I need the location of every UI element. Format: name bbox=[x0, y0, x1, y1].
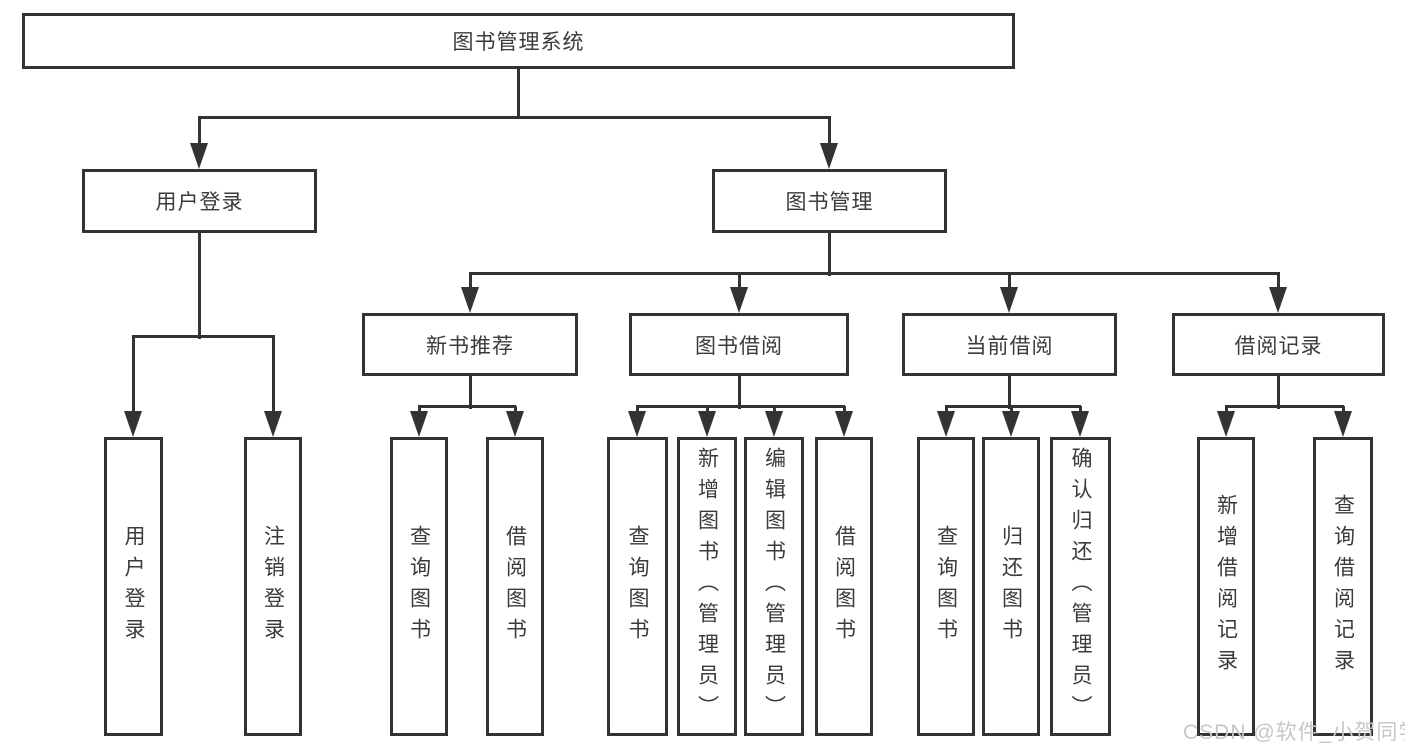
leaf-cur-return-book: 归还图书 bbox=[982, 437, 1040, 736]
node-book-borrow: 图书借阅 bbox=[629, 313, 849, 376]
arrowhead-icon bbox=[628, 411, 646, 437]
leaf-rec-query-book-label: 查询图书 bbox=[407, 524, 431, 649]
connector-line bbox=[198, 117, 201, 147]
node-root: 图书管理系统 bbox=[22, 13, 1015, 69]
connector-line bbox=[132, 336, 135, 414]
arrowhead-icon bbox=[461, 287, 479, 313]
arrowhead-icon bbox=[765, 411, 783, 437]
leaf-cur-confirm-return: 确认归还（管理员） bbox=[1050, 437, 1111, 736]
connector-line bbox=[1225, 405, 1344, 408]
arrowhead-icon bbox=[124, 411, 142, 437]
connector-line bbox=[418, 405, 516, 408]
node-borrow-record-label: 借阅记录 bbox=[1234, 334, 1323, 358]
node-borrow-record: 借阅记录 bbox=[1172, 313, 1385, 376]
connector-line bbox=[469, 272, 1280, 275]
node-book-mgmt-label: 图书管理 bbox=[785, 191, 874, 214]
leaf-rec-query-book: 查询图书 bbox=[390, 437, 448, 736]
connector-line bbox=[738, 376, 741, 409]
leaf-bor-borrow-book-label: 借阅图书 bbox=[832, 524, 856, 649]
connector-line bbox=[132, 335, 275, 338]
arrowhead-icon bbox=[937, 411, 955, 437]
leaf-login: 用户登录 bbox=[104, 437, 163, 736]
node-user-login: 用户登录 bbox=[82, 169, 317, 233]
leaf-rec-borrow-book-label: 借阅图书 bbox=[503, 524, 527, 649]
connector-line bbox=[418, 406, 421, 414]
connector-line bbox=[843, 406, 846, 414]
arrowhead-icon bbox=[1000, 287, 1018, 313]
arrowhead-icon bbox=[698, 411, 716, 437]
node-book-mgmt: 图书管理 bbox=[712, 169, 947, 233]
leaf-cur-confirm-return-label: 确认归还（管理员） bbox=[1069, 447, 1093, 726]
leaf-rec2-add-record-label: 新增借阅记录 bbox=[1214, 493, 1238, 680]
leaf-cur-query-book: 查询图书 bbox=[917, 437, 975, 736]
connector-line bbox=[198, 233, 201, 339]
leaf-bor-query-book: 查询图书 bbox=[607, 437, 668, 736]
connector-line bbox=[828, 233, 831, 276]
connector-line bbox=[828, 117, 831, 147]
connector-line bbox=[1342, 406, 1345, 414]
connector-line bbox=[469, 376, 472, 409]
connector-line bbox=[1277, 376, 1280, 409]
arrowhead-icon bbox=[506, 411, 524, 437]
connector-line bbox=[1008, 376, 1011, 409]
arrowhead-icon bbox=[1269, 287, 1287, 313]
arrowhead-icon bbox=[1071, 411, 1089, 437]
node-current-borrow-label: 当前借阅 bbox=[965, 334, 1054, 358]
leaf-cur-query-book-label: 查询图书 bbox=[934, 524, 958, 649]
arrowhead-icon bbox=[1002, 411, 1020, 437]
connector-line bbox=[198, 116, 831, 119]
leaf-rec2-query-record-label: 查询借阅记录 bbox=[1331, 493, 1355, 680]
connector-line bbox=[272, 336, 275, 414]
node-user-login-label: 用户登录 bbox=[155, 191, 244, 214]
connector-line bbox=[945, 406, 948, 414]
connector-line bbox=[1079, 406, 1082, 414]
connector-line bbox=[1225, 406, 1228, 414]
arrowhead-icon bbox=[410, 411, 428, 437]
leaf-rec2-query-record: 查询借阅记录 bbox=[1313, 437, 1373, 736]
node-current-borrow: 当前借阅 bbox=[902, 313, 1117, 376]
node-new-book-rec: 新书推荐 bbox=[362, 313, 578, 376]
arrowhead-icon bbox=[820, 143, 838, 169]
connector-line bbox=[738, 273, 741, 290]
arrowhead-icon bbox=[730, 287, 748, 313]
connector-line bbox=[469, 273, 472, 290]
connector-line bbox=[1008, 273, 1011, 290]
arrowhead-icon bbox=[190, 143, 208, 169]
node-book-borrow-label: 图书借阅 bbox=[695, 334, 783, 358]
connector-line bbox=[1010, 406, 1013, 414]
connector-line bbox=[706, 406, 709, 414]
leaf-bor-edit-book: 编辑图书（管理员） bbox=[744, 437, 804, 736]
connector-line bbox=[636, 405, 845, 408]
arrowhead-icon bbox=[264, 411, 282, 437]
csdn-watermark: CSDN @软件_小贺同学 bbox=[1183, 721, 1405, 744]
connector-line bbox=[514, 406, 517, 414]
leaf-bor-query-book-label: 查询图书 bbox=[626, 524, 650, 649]
node-root-label: 图书管理系统 bbox=[452, 31, 585, 54]
connector-line bbox=[773, 406, 776, 414]
leaf-rec2-add-record: 新增借阅记录 bbox=[1197, 437, 1255, 736]
leaf-login-label: 用户登录 bbox=[122, 524, 146, 649]
leaf-bor-borrow-book: 借阅图书 bbox=[815, 437, 873, 736]
leaf-logout-label: 注销登录 bbox=[261, 524, 285, 649]
arrowhead-icon bbox=[1334, 411, 1352, 437]
connector-line bbox=[517, 69, 520, 119]
leaf-cur-return-book-label: 归还图书 bbox=[999, 524, 1023, 649]
leaf-bor-add-book-label: 新增图书（管理员） bbox=[695, 447, 719, 726]
node-new-book-rec-label: 新书推荐 bbox=[426, 334, 514, 358]
leaf-bor-add-book: 新增图书（管理员） bbox=[677, 437, 737, 736]
arrowhead-icon bbox=[835, 411, 853, 437]
leaf-bor-edit-book-label: 编辑图书（管理员） bbox=[762, 447, 786, 726]
connector-line bbox=[945, 405, 1081, 408]
leaf-rec-borrow-book: 借阅图书 bbox=[486, 437, 544, 736]
connector-line bbox=[636, 406, 639, 414]
arrowhead-icon bbox=[1217, 411, 1235, 437]
connector-line bbox=[1277, 273, 1280, 290]
leaf-logout: 注销登录 bbox=[244, 437, 302, 736]
